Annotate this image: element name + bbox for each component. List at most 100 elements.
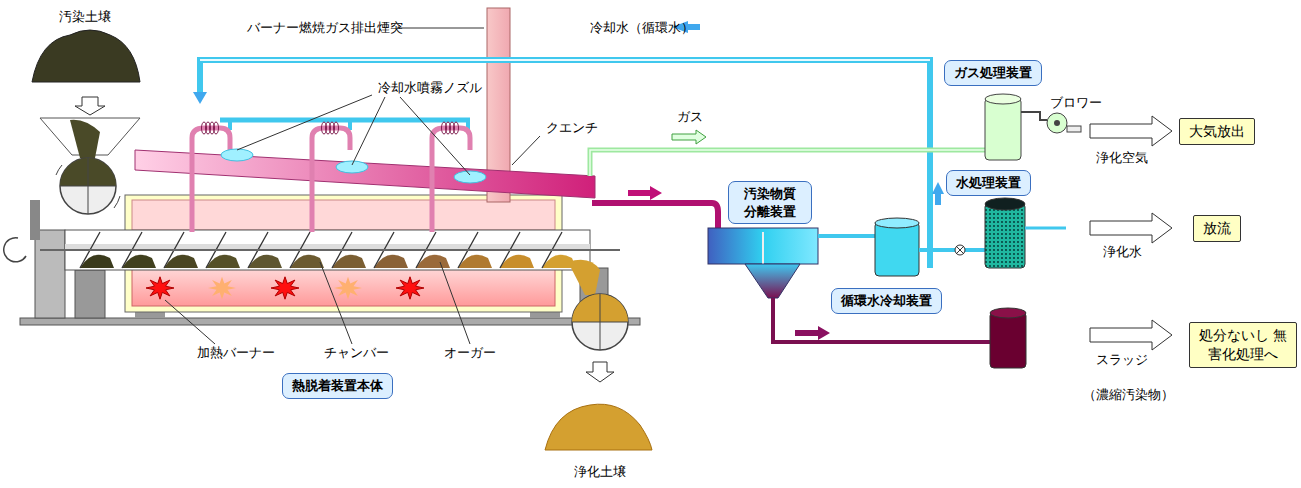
art-path (165, 262, 470, 344)
label-box: 水処理装置 (946, 170, 1031, 196)
art-rect (1067, 126, 1081, 132)
box-text: 水処理装置 (955, 174, 1022, 192)
art-path (545, 404, 652, 450)
art-path (568, 260, 600, 295)
art-path (397, 28, 484, 29)
art-path (592, 203, 718, 232)
art-circle (1054, 120, 1060, 126)
art-path (374, 255, 408, 268)
part-label: 冷却水噴霧ノズル (378, 80, 482, 96)
art-polygon (75, 97, 105, 115)
part-label: 汚染土壌 (59, 9, 111, 25)
art-polygon (932, 182, 944, 194)
part-label: オーガー (444, 345, 496, 361)
art-ellipse (334, 122, 339, 134)
art-path (248, 255, 282, 268)
art-rect (985, 98, 1021, 160)
art-ellipse (875, 218, 919, 228)
label-box: 汚染物質 分離装置 (728, 181, 812, 224)
art-path (80, 255, 114, 268)
art-path (919, 248, 986, 252)
part-label: チャンバー (324, 345, 389, 361)
art-path (500, 255, 534, 268)
art-path (572, 294, 600, 322)
art-g (192, 122, 486, 232)
art-path (600, 294, 628, 322)
art-path (164, 255, 198, 268)
art-rect (935, 193, 941, 205)
output-box: 処分ないし 無害化処理へ (1189, 322, 1297, 368)
part-label: （濃縮汚染物） (1083, 387, 1174, 403)
art-ellipse (985, 94, 1021, 104)
art-polygon (334, 277, 362, 299)
art-rect (875, 222, 919, 276)
art-path (512, 136, 540, 165)
art-path (237, 95, 470, 175)
part-label: ブロワー (1050, 95, 1102, 111)
art-ellipse (221, 149, 253, 161)
label-box: 循環水冷却装置 (831, 288, 942, 314)
art-polygon (146, 277, 174, 299)
art-path (88, 158, 116, 186)
art-path (4, 238, 26, 262)
art-path (416, 255, 450, 268)
output-box: 大気放出 (1179, 118, 1255, 145)
part-label: 加熱バーナー (197, 345, 275, 361)
art-rect (132, 268, 555, 306)
box-text: ガス処理装置 (953, 64, 1033, 82)
part-label: 浄化土壌 (574, 464, 626, 480)
art-line (88, 158, 89, 214)
art-path (220, 118, 470, 123)
art-polygon (745, 264, 800, 298)
art-rect (35, 230, 65, 318)
part-label: ガス (677, 109, 703, 125)
part-label: 冷却水（循環水） (590, 20, 694, 36)
art-path (458, 255, 492, 268)
part-label: 浄化空気 (1096, 150, 1148, 166)
art-path (70, 120, 100, 158)
art-line (762, 232, 764, 264)
label-box: 熱脱着装置本体 (282, 373, 393, 399)
art-path (192, 128, 230, 232)
art-polygon (135, 150, 595, 198)
art-path (312, 128, 350, 232)
art-polygon (586, 362, 614, 382)
art-polygon (795, 326, 830, 340)
art-polygon (208, 277, 236, 299)
art-path (200, 59, 930, 61)
art-path (206, 255, 240, 268)
art-rect (132, 200, 555, 230)
box-text: 循環水冷却装置 (840, 292, 933, 310)
art-path (590, 150, 985, 176)
art-line (600, 294, 601, 350)
art-path (1021, 112, 1047, 120)
art-ellipse (454, 171, 486, 183)
art-polygon (1090, 213, 1172, 243)
art-path (590, 150, 985, 176)
art-polygon (193, 92, 207, 104)
box-text: 汚染物質 分離装置 (737, 185, 803, 220)
art-path (956, 246, 964, 254)
art-path (122, 255, 156, 268)
art-path (32, 30, 140, 82)
art-path (290, 255, 324, 268)
box-text: 大気放出 (1188, 122, 1246, 141)
art-rect (20, 318, 640, 325)
art-polygon (396, 277, 424, 299)
art-polygon (1090, 320, 1172, 350)
art-rect (990, 312, 1026, 368)
art-ellipse (336, 161, 368, 173)
art-path (1025, 227, 1066, 230)
art-rect (75, 270, 105, 318)
part-label: バーナー燃焼ガス排出煙突 (247, 20, 403, 36)
art-path (332, 255, 366, 268)
part-label: クエンチ (546, 120, 598, 136)
part-label: 浄化水 (1103, 244, 1142, 260)
box-text: 熱脱着装置本体 (291, 377, 384, 395)
art-polygon (672, 130, 706, 144)
art-rect (708, 228, 818, 264)
part-label: スラッジ (1096, 352, 1148, 368)
art-g (146, 277, 424, 299)
art-path (114, 196, 120, 208)
